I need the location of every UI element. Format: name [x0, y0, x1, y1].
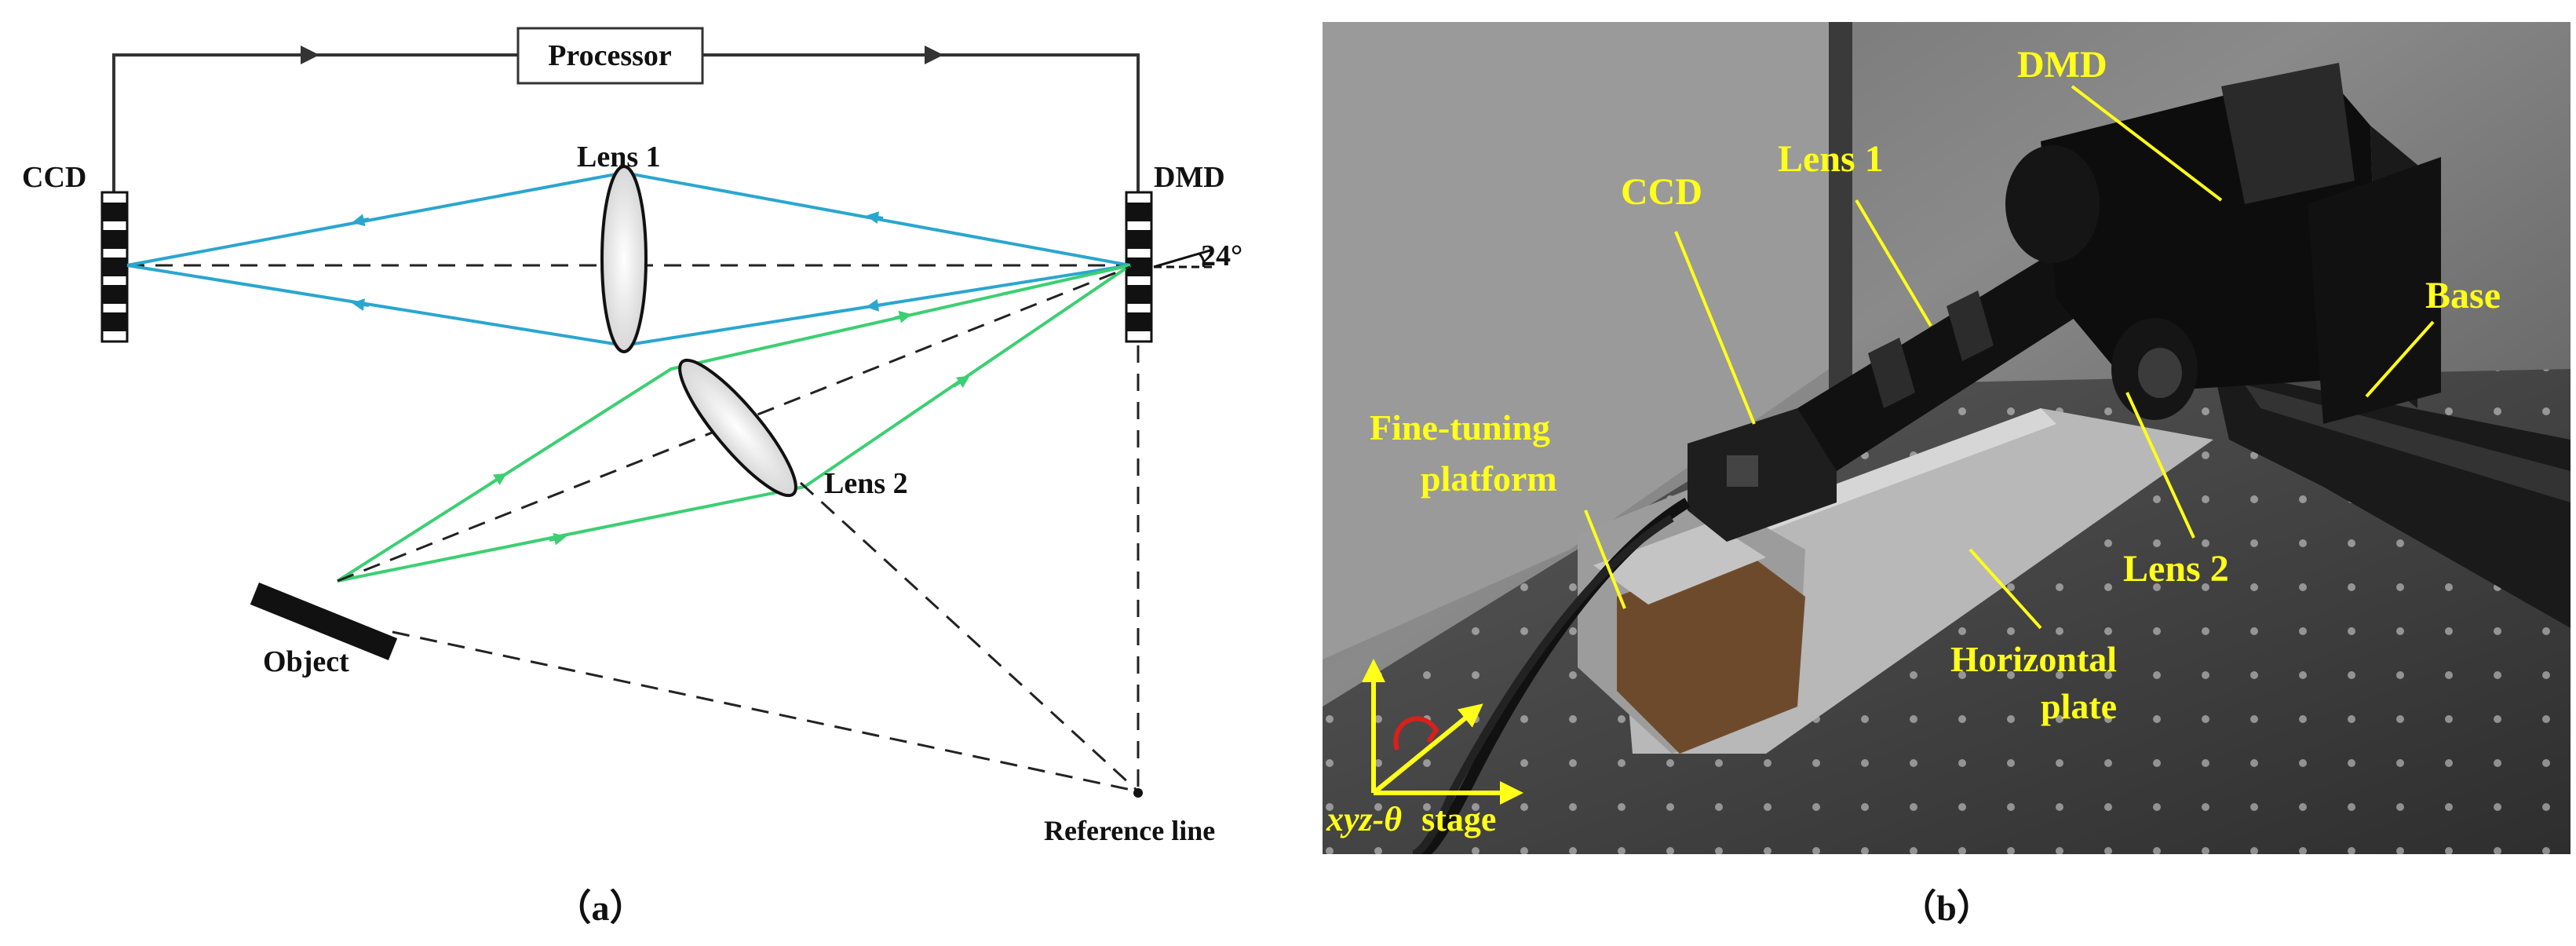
lens-2-label: Lens 2 [824, 467, 908, 500]
rotation-arrow-icon [1393, 716, 1439, 751]
panel-a-schematic: Processor CCD DMD [22, 27, 1242, 928]
green-ray-upper [336, 264, 1131, 583]
reference-line-label: Reference line [1044, 815, 1215, 846]
panel-b-caption: （b） [1900, 888, 1993, 928]
dmd-label: DMD [1154, 161, 1225, 194]
processor-feedback-line [112, 53, 518, 259]
processor-label: Processor [548, 39, 672, 72]
photo-horizontal-label-1: Horizontal [1950, 639, 2117, 679]
processor-box [516, 27, 704, 85]
lens-2 [678, 358, 797, 498]
panel-a-caption: （a） [556, 888, 646, 928]
photo-lens1-label: Lens 1 [1778, 138, 1884, 180]
object-slab [250, 583, 398, 660]
photo-lens2-label: Lens 2 [2123, 548, 2229, 590]
lens-1 [600, 165, 648, 353]
photo-horizontal-label-2: plate [2041, 686, 2117, 726]
processor-output-line [702, 53, 1140, 192]
photo-dmd-label: DMD [2017, 44, 2107, 86]
photo-fine-tuning-label-1: Fine-tuning [1370, 407, 1550, 447]
object-plane-dashed [392, 630, 1139, 793]
photo-fine-tuning-label-2: platform [1421, 458, 1557, 499]
photo-stage-label: xyz-θ stage [1326, 800, 1496, 838]
lens-1-label: Lens 1 [577, 141, 661, 173]
ccd-sensor [100, 191, 129, 343]
panel-b-photo: DMD CCD Lens 1 Base Fine-tuning platform… [1323, 22, 2571, 928]
photo-base-label: Base [2425, 275, 2501, 316]
photo-stage-text: stage [1421, 800, 1496, 838]
ccd-label: CCD [22, 161, 86, 194]
angle-label: 24° [1201, 239, 1242, 272]
xyz-axes [1362, 659, 1523, 805]
pointer-lines [1584, 85, 2435, 630]
base-rail [2213, 369, 2571, 628]
lens2-axis-dashed [799, 481, 1140, 793]
photo-stage-italic: xyz-θ [1326, 800, 1402, 838]
ccd-camera [1688, 408, 1837, 542]
object-label: Object [263, 645, 349, 678]
photo-ccd-label: CCD [1621, 171, 1702, 213]
